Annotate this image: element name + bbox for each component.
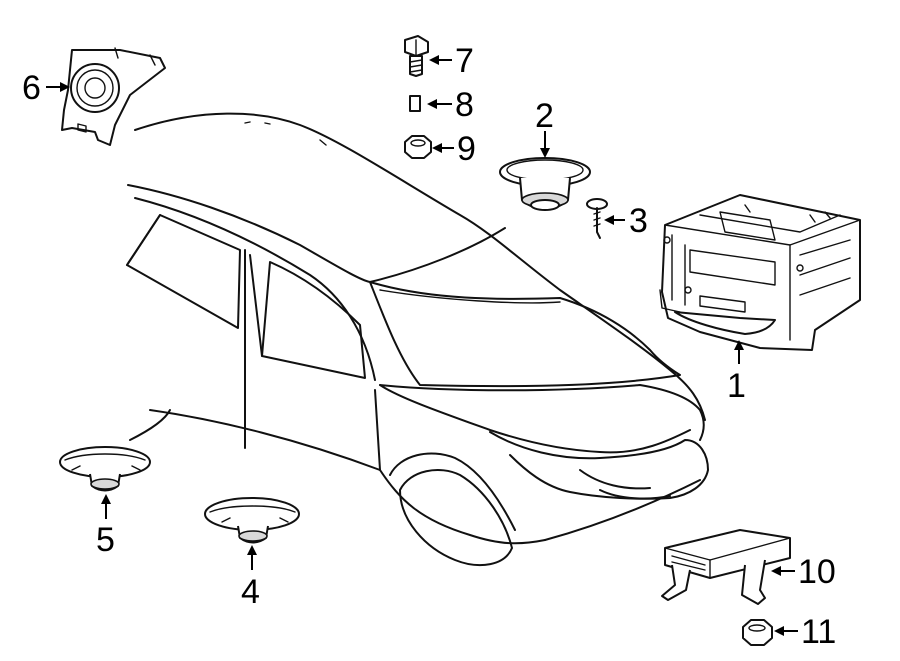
callout-label-10: 10 (798, 553, 836, 591)
callout-label-8: 8 (455, 86, 474, 124)
callout-label-6: 6 (22, 69, 41, 107)
part-5-front-speaker (59, 446, 151, 492)
callout-label-7: 7 (455, 42, 474, 80)
part-6-speaker-bracket (61, 47, 166, 146)
callout-label-5: 5 (96, 521, 115, 559)
part-1-radio-receiver (659, 194, 861, 351)
callout-label-2: 2 (535, 97, 554, 135)
callout-label-4: 4 (241, 573, 260, 611)
minivan-body (126, 112, 709, 567)
part-10-module (661, 529, 791, 605)
callout-label-1: 1 (727, 367, 746, 405)
part-8-clip (409, 95, 421, 112)
part-9-nut (404, 135, 432, 159)
part-7-bolt (404, 35, 429, 77)
part-4-door-speaker (204, 497, 300, 544)
part-3-push-pin (586, 198, 608, 239)
callout-label-9: 9 (457, 130, 476, 168)
part-11-nut (742, 619, 773, 646)
callout-arrows (46, 55, 798, 636)
callout-label-11: 11 (801, 613, 836, 651)
callout-label-3: 3 (629, 202, 648, 240)
part-2-speaker (499, 157, 591, 211)
